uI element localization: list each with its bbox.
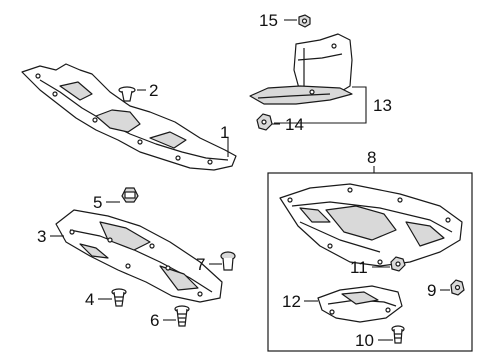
callout-10: 10 xyxy=(355,331,374,350)
upper-radiator-support-cover xyxy=(21,63,237,171)
nut xyxy=(298,14,311,28)
engine-under-cover xyxy=(279,183,463,267)
bolt xyxy=(391,325,405,344)
leader-13 xyxy=(274,86,367,124)
callout-1: 1 xyxy=(220,123,229,142)
callout-6: 6 xyxy=(150,311,159,330)
clip-nut xyxy=(121,187,139,203)
rear-under-cover xyxy=(317,285,403,323)
front-under-cover xyxy=(55,209,223,303)
callout-labels: 1 2 3 4 5 6 7 8 9 10 11 12 13 14 15 xyxy=(37,11,436,350)
callout-5: 5 xyxy=(93,193,102,212)
callout-14: 14 xyxy=(285,115,304,134)
nut xyxy=(450,279,465,296)
push-clip xyxy=(118,86,136,102)
bolt xyxy=(174,305,190,327)
splash-shield-assembly xyxy=(249,33,353,105)
callout-3: 3 xyxy=(37,227,46,246)
callout-12: 12 xyxy=(282,292,301,311)
callout-15: 15 xyxy=(259,11,278,30)
callout-8: 8 xyxy=(367,148,376,167)
callout-7: 7 xyxy=(196,255,205,274)
callout-2: 2 xyxy=(149,81,158,100)
callout-4: 4 xyxy=(85,290,94,309)
screw xyxy=(111,288,127,307)
clip xyxy=(390,256,406,272)
callout-13: 13 xyxy=(373,96,392,115)
retainer xyxy=(220,251,236,271)
engine-under-cover-group-box xyxy=(267,172,473,352)
callout-9: 9 xyxy=(427,281,436,300)
leader-lines xyxy=(50,19,450,341)
callout-11: 11 xyxy=(350,258,368,277)
clip xyxy=(256,113,273,131)
